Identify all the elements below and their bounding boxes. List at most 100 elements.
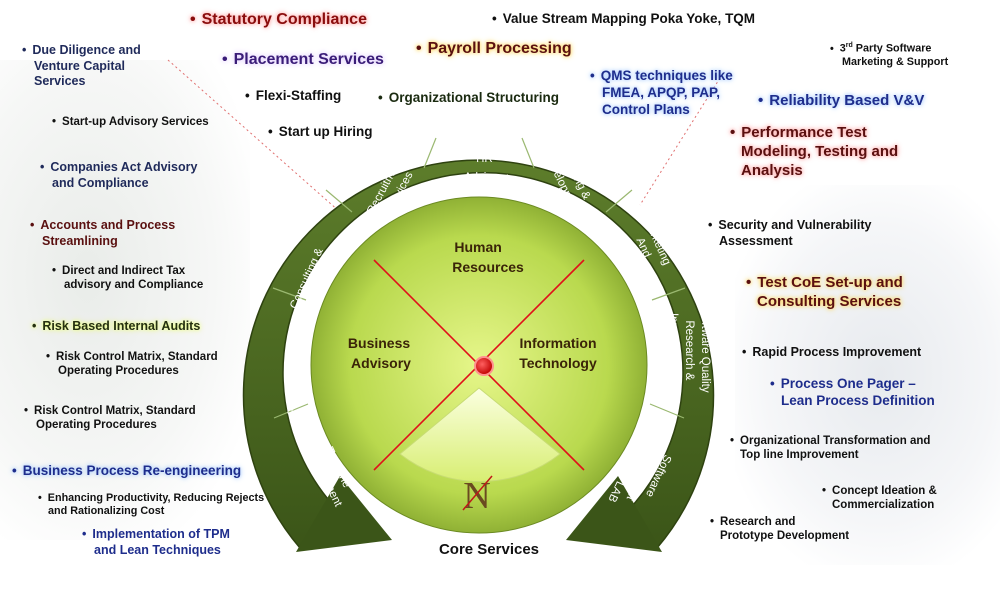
label-text: Reliability Based V&V — [769, 92, 925, 109]
label-test-coe: •Test CoE Set-up and Consulting Services — [746, 274, 903, 312]
label-line: Analysis — [741, 161, 803, 179]
label-line: Commercialization — [832, 499, 935, 512]
label-line: •Implementation of TPM — [82, 527, 230, 541]
label-line: Modeling, Testing and — [741, 142, 899, 160]
label-line: •Risk Control Matrix, Standard — [46, 351, 218, 363]
arc-divider — [521, 137, 535, 169]
label-organizational-transformation: •Organizational Transformation and Top l… — [730, 434, 930, 463]
hub-label-line: Advisory — [351, 355, 411, 371]
label-placement-services: •Placement Services — [222, 51, 384, 68]
arc-label-software-quality-lab: Software Quality Research & Innovation L… — [667, 308, 711, 396]
label-line: •Process One Pager – — [770, 376, 916, 391]
label-line: Operating Procedures — [36, 419, 157, 432]
label-startup-advisory: •Start-up Advisory Services — [52, 116, 209, 128]
arc-label-line: Advisory — [464, 172, 508, 184]
leader-lines — [167, 59, 721, 213]
label-line: Venture Capital — [34, 58, 125, 73]
label-line: •QMS techniques like — [590, 68, 733, 83]
label-companies-act: •Companies Act Advisory and Compliance — [40, 160, 197, 191]
label-concept-ideation: •Concept Ideation & Commercialization — [822, 484, 937, 513]
label-line: Assessment — [719, 233, 793, 248]
label-text: Business Process Re-engineering — [22, 463, 242, 478]
label-text: Start-up Advisory Services — [62, 116, 209, 128]
label-accounts-process: •Accounts and Process Streamlining — [30, 218, 175, 249]
label-text: Risk Based Internal Audits — [42, 319, 201, 333]
label-text: Value Stream Mapping Poka Yoke, TQM — [502, 11, 756, 26]
label-line: Streamlining — [42, 233, 118, 248]
arc-label-line: Software Quality — [699, 308, 711, 393]
label-line: and Compliance — [52, 175, 149, 190]
arc-divider — [423, 137, 437, 169]
label-rapid-process-improvement: •Rapid Process Improvement — [742, 345, 922, 359]
leader-line-left — [167, 59, 341, 213]
arc-label-risk-advisory: Risk Advisory — [287, 345, 299, 414]
company-logo: N — [462, 475, 493, 517]
label-line: •Accounts and Process — [30, 218, 176, 232]
label-line: •Research and — [710, 516, 796, 528]
logo-slash — [462, 475, 493, 511]
label-text: Rapid Process Improvement — [752, 345, 922, 359]
leader-line-right — [639, 77, 721, 206]
label-business-process-reengineering: •Business Process Re-engineering — [12, 463, 242, 478]
label-line: Consulting Services — [757, 292, 902, 310]
label-line: •Companies Act Advisory — [40, 160, 198, 174]
label-line: •Due Diligence and — [22, 43, 141, 57]
label-line: •Security and Vulnerability — [708, 218, 872, 232]
arc-divider — [649, 403, 685, 419]
label-third-party-software: •3rd Party Software Marketing & Support — [830, 42, 948, 70]
label-line: Prototype Development — [720, 530, 850, 543]
label-flexi-staffing: •Flexi-Staffing — [245, 88, 342, 103]
label-statutory-compliance: •Statutory Compliance — [190, 11, 367, 28]
label-tax-advisory: •Direct and Indirect Tax advisory and Co… — [52, 264, 203, 293]
arc-divider — [273, 403, 309, 419]
label-process-one-pager: •Process One Pager – Lean Process Defini… — [770, 376, 935, 410]
arc-divider — [651, 287, 686, 301]
arc-divider — [325, 189, 353, 213]
label-security-vulnerability: •Security and Vulnerability Assessment — [708, 218, 871, 249]
label-line: and Rationalizing Cost — [48, 505, 165, 518]
label-line: FMEA, APQP, PAP, — [602, 84, 721, 100]
arc-divider — [605, 189, 633, 213]
label-implementation-tpm: •Implementation of TPM and Lean Techniqu… — [82, 527, 230, 558]
label-due-diligence: •Due Diligence and Venture Capital Servi… — [22, 43, 141, 90]
arc-label-line: Research & — [683, 320, 695, 380]
label-line: •Enhancing Productivity, Reducing Reject… — [38, 492, 265, 504]
arc-arrow-right — [566, 476, 662, 552]
label-payroll-processing: •Payroll Processing — [416, 40, 572, 57]
label-line: •Performance Test — [730, 124, 867, 141]
key-photo-background — [0, 60, 250, 540]
label-line: Operating Procedures — [58, 365, 179, 378]
hub-label-line: Resources — [452, 259, 524, 275]
hub-label-line: Technology — [519, 355, 597, 371]
label-enhancing-productivity: •Enhancing Productivity, Reducing Reject… — [38, 492, 264, 519]
label-line: •Direct and Indirect Tax — [52, 265, 186, 277]
label-line: Control Plans — [602, 101, 690, 117]
label-research-prototype: •Research and Prototype Development — [710, 515, 849, 544]
arc-dividers — [272, 137, 686, 419]
hub-label-line: Business — [348, 335, 410, 351]
label-line: •Test CoE Set-up and — [746, 274, 903, 291]
label-line: and Lean Techniques — [94, 542, 221, 557]
label-line: •Risk Control Matrix, Standard — [24, 405, 196, 417]
label-line: •Organizational Transformation and — [730, 435, 931, 447]
label-line: •3rd Party Software — [830, 42, 932, 55]
label-text: Flexi-Staffing — [255, 88, 342, 103]
label-reliability-vv: •Reliability Based V&V — [758, 92, 925, 109]
business-person-photo-background — [735, 185, 1000, 565]
label-organizational-structuring: •Organizational Structuring — [378, 90, 559, 105]
hub-label-line: Human — [454, 239, 501, 255]
hub-label-information-technology: Information Technology — [519, 335, 600, 371]
label-performance-test: •Performance Test Modeling, Testing and … — [730, 124, 898, 180]
hub-label-business-advisory: Business Advisory — [348, 335, 414, 371]
core-services-label: Core Services — [439, 541, 539, 558]
label-text: Payroll Processing — [427, 40, 572, 57]
arc-label-line: HR — [476, 153, 493, 165]
arc-arrow-left — [296, 476, 392, 552]
hub-label-line: Information — [520, 335, 597, 351]
arc-label-line: Risk Advisory — [287, 345, 299, 414]
label-line: Services — [34, 74, 86, 89]
label-value-stream-mapping: •Value Stream Mapping Poka Yoke, TQM — [492, 11, 756, 26]
arc-divider — [272, 287, 307, 301]
label-text: Statutory Compliance — [201, 11, 367, 28]
